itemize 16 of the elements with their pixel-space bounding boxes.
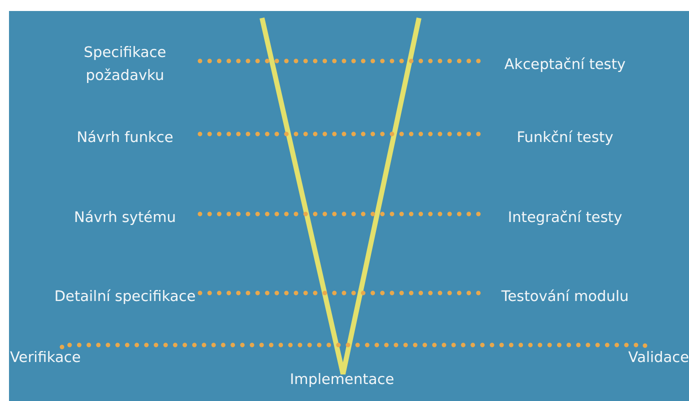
stage-label: Návrh funkce <box>76 128 174 148</box>
stage-label: Návrh sytému <box>74 208 176 228</box>
stage-label: Specifikace požadavku <box>82 44 168 86</box>
dotted-connector <box>198 212 482 216</box>
stage-label: Validace <box>628 348 689 368</box>
dotted-connector <box>198 58 482 64</box>
stage-label: Verifikace <box>10 348 81 368</box>
stage-label: Akceptační testy <box>504 56 626 74</box>
dotted-connector <box>198 290 482 296</box>
stage-label: Implementace <box>288 372 396 388</box>
stage-label: Detailní specifikace <box>54 288 196 306</box>
dotted-connector <box>60 342 648 350</box>
stage-label: Testování modulu <box>501 288 629 306</box>
stage-label: Funkční testy <box>516 128 614 148</box>
stage-label: Integrační testy <box>508 208 622 228</box>
dotted-connector <box>198 132 482 136</box>
